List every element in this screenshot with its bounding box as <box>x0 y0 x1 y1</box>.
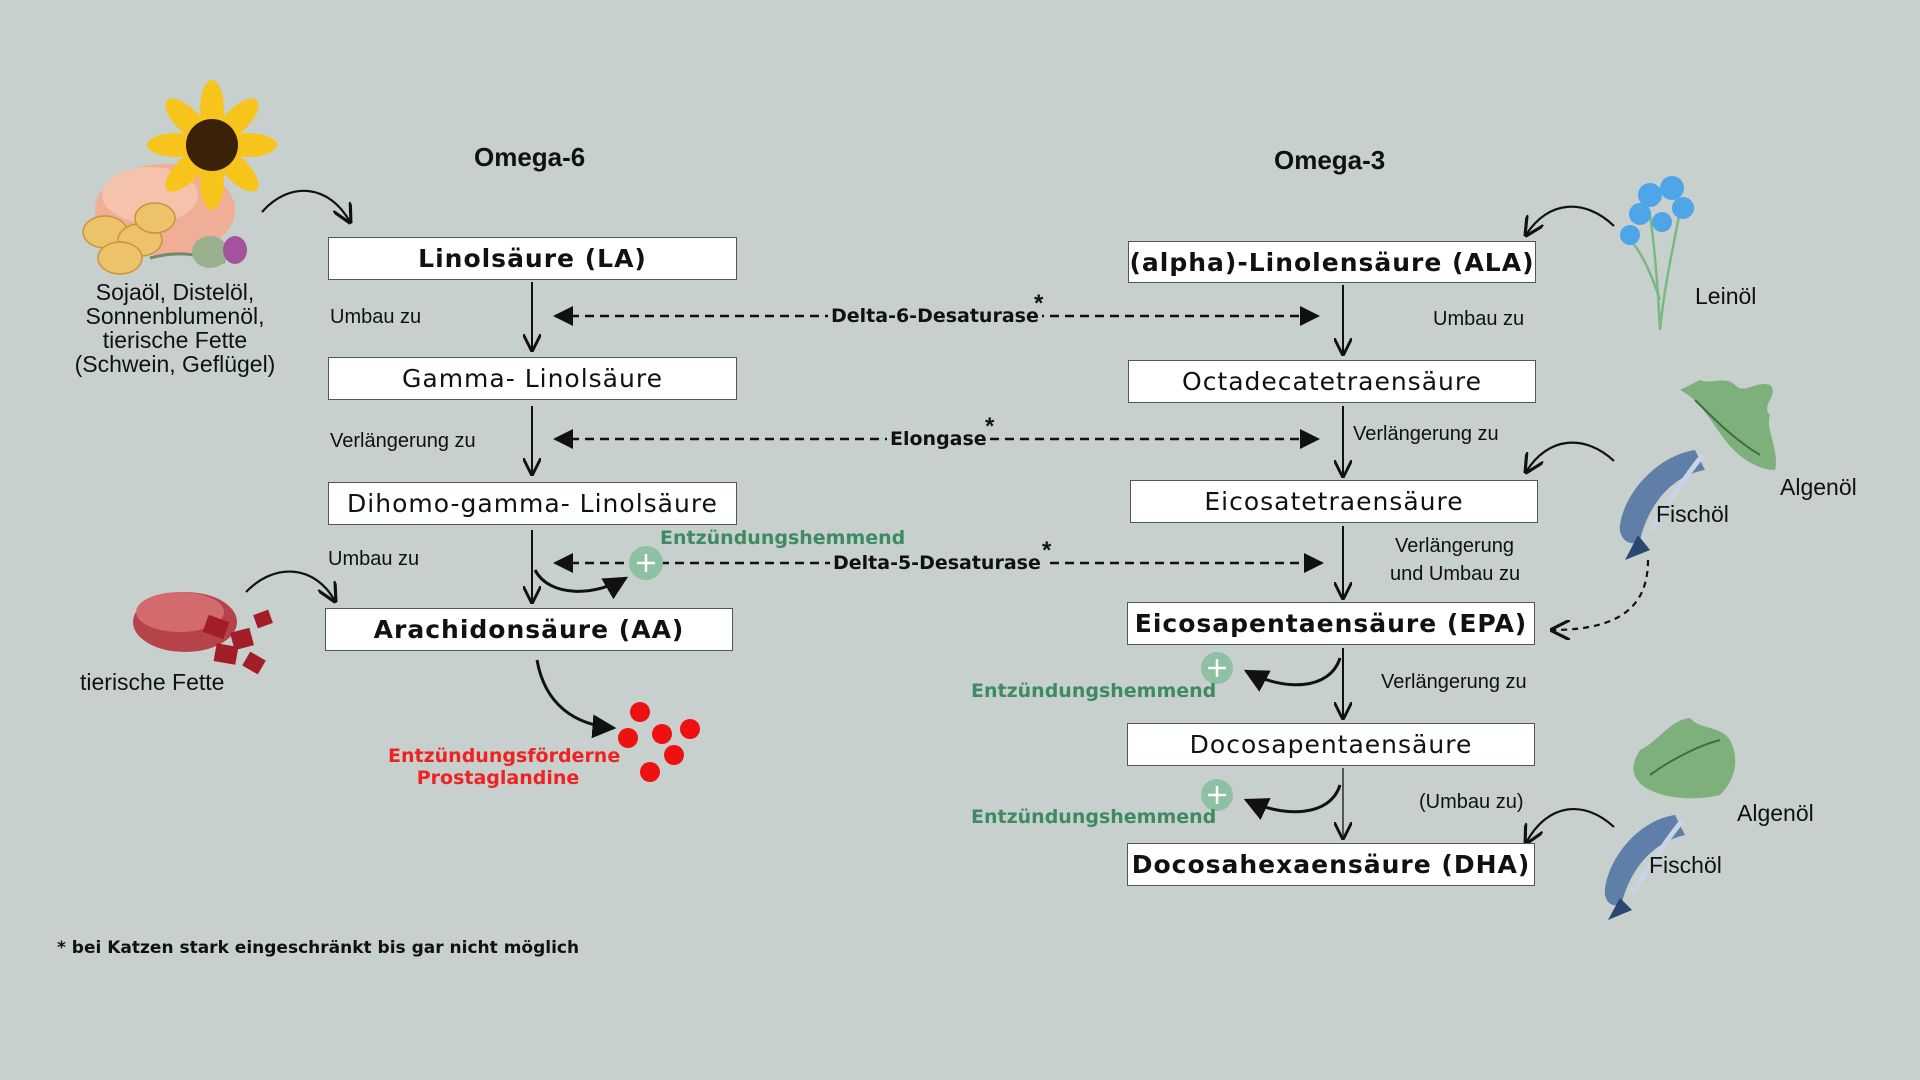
flax-flower-icon <box>1620 176 1694 331</box>
source-line: (Schwein, Geflügel) <box>74 351 276 377</box>
anti-inflammatory-label: Entzündungshemmend <box>660 527 906 549</box>
enzyme-label-elongase: Elongase <box>887 428 990 450</box>
asterisk: * <box>1034 290 1044 317</box>
box-linoleic-acid: Linolsäure (LA) <box>328 237 737 280</box>
fish-icon <box>1619 450 1705 560</box>
fish-oil-label: Fischöl <box>1649 852 1722 878</box>
step-label: Verlängerung <box>1395 535 1514 557</box>
plus-icon <box>629 546 663 580</box>
box-dgla: Dihomo-gamma- Linolsäure <box>328 482 737 525</box>
meat-icon <box>133 592 273 675</box>
enzyme-label-delta6: Delta-6-Desaturase <box>828 305 1042 327</box>
omega6-source-label: Sojaöl, Distelöl, Sonnenblumenöl, tieris… <box>55 280 295 376</box>
box-epa: Eicosapentaensäure (EPA) <box>1127 602 1535 645</box>
omega6-header: Omega-6 <box>474 142 586 172</box>
linseed-oil-label: Leinöl <box>1695 283 1757 309</box>
source-line: tierische Fette <box>102 327 248 353</box>
arrow-linseed-source <box>1526 205 1615 235</box>
step-label: Umbau zu <box>328 548 420 570</box>
pro-inflammatory-line1: Entzündungsförderne <box>388 745 621 767</box>
pro-inflammatory-line2: Prostaglandine <box>416 767 580 789</box>
box-alpha-linolenic-acid: (alpha)-Linolensäure (ALA) <box>1128 241 1536 283</box>
plus-icon <box>1201 779 1233 811</box>
arrow-omega6-source <box>261 189 350 222</box>
box-arachidonic-acid: Arachidonsäure (AA) <box>325 608 733 651</box>
footnote: * bei Katzen stark eingeschränkt bis gar… <box>57 938 580 958</box>
plus-icon <box>1201 652 1233 684</box>
pro-inflammatory-label: Entzündungsförderne Prostaglandine <box>388 745 621 789</box>
step-label: (Umbau zu) <box>1419 791 1524 813</box>
algae-icon <box>1633 718 1736 799</box>
enzyme-label-delta5: Delta-5-Desaturase <box>830 552 1044 574</box>
sunflower-food-icon <box>82 80 277 275</box>
source-line: Sojaöl, Distelöl, <box>95 279 255 305</box>
anti-inflammatory-label: Entzündungshemmend <box>971 680 1217 702</box>
omega3-header: Omega-3 <box>1274 145 1386 175</box>
source-line: Sonnenblumenöl, <box>85 303 265 329</box>
anti-inflammatory-label: Entzündungshemmend <box>971 806 1217 828</box>
box-dha: Docosahexaensäure (DHA) <box>1127 843 1535 886</box>
arrow-algae-source-dha <box>1526 807 1615 843</box>
step-label: und Umbau zu <box>1390 563 1521 585</box>
arrow-algae-source-eta <box>1526 441 1615 472</box>
step-label: Umbau zu <box>330 306 422 328</box>
arrow-epa-anti <box>1243 657 1342 692</box>
box-docosapentaenoic-acid: Docosapentaensäure <box>1127 723 1535 766</box>
box-eicosatetraenoic-acid: Eicosatetraensäure <box>1130 480 1538 523</box>
animal-fat-label: tierische Fette <box>80 669 225 695</box>
arrow-fish-epa-dashed <box>1552 559 1650 630</box>
step-label: Verlängerung zu <box>330 430 476 452</box>
box-gamma-linolenic-acid: Gamma- Linolsäure <box>328 357 737 400</box>
arrow-meat-source <box>245 570 335 601</box>
step-label: Umbau zu <box>1433 308 1525 330</box>
fish-oil-label: Fischöl <box>1656 501 1729 527</box>
fish-icon <box>1604 815 1685 920</box>
step-label: Verlängerung zu <box>1381 671 1527 693</box>
arrow-dpa-anti <box>1243 784 1342 820</box>
asterisk: * <box>1042 537 1052 564</box>
arrow-aa-pro <box>535 659 617 739</box>
algae-icon <box>1680 380 1777 470</box>
box-octadecatetraenoic-acid: Octadecatetraensäure <box>1128 360 1536 403</box>
step-label: Verlängerung zu <box>1353 423 1499 445</box>
prostaglandin-dots-icon <box>618 702 700 782</box>
asterisk: * <box>985 413 995 440</box>
algae-oil-label: Algenöl <box>1780 474 1857 500</box>
arrow-dgla-anti <box>533 569 629 600</box>
algae-oil-label: Algenöl <box>1737 800 1814 826</box>
